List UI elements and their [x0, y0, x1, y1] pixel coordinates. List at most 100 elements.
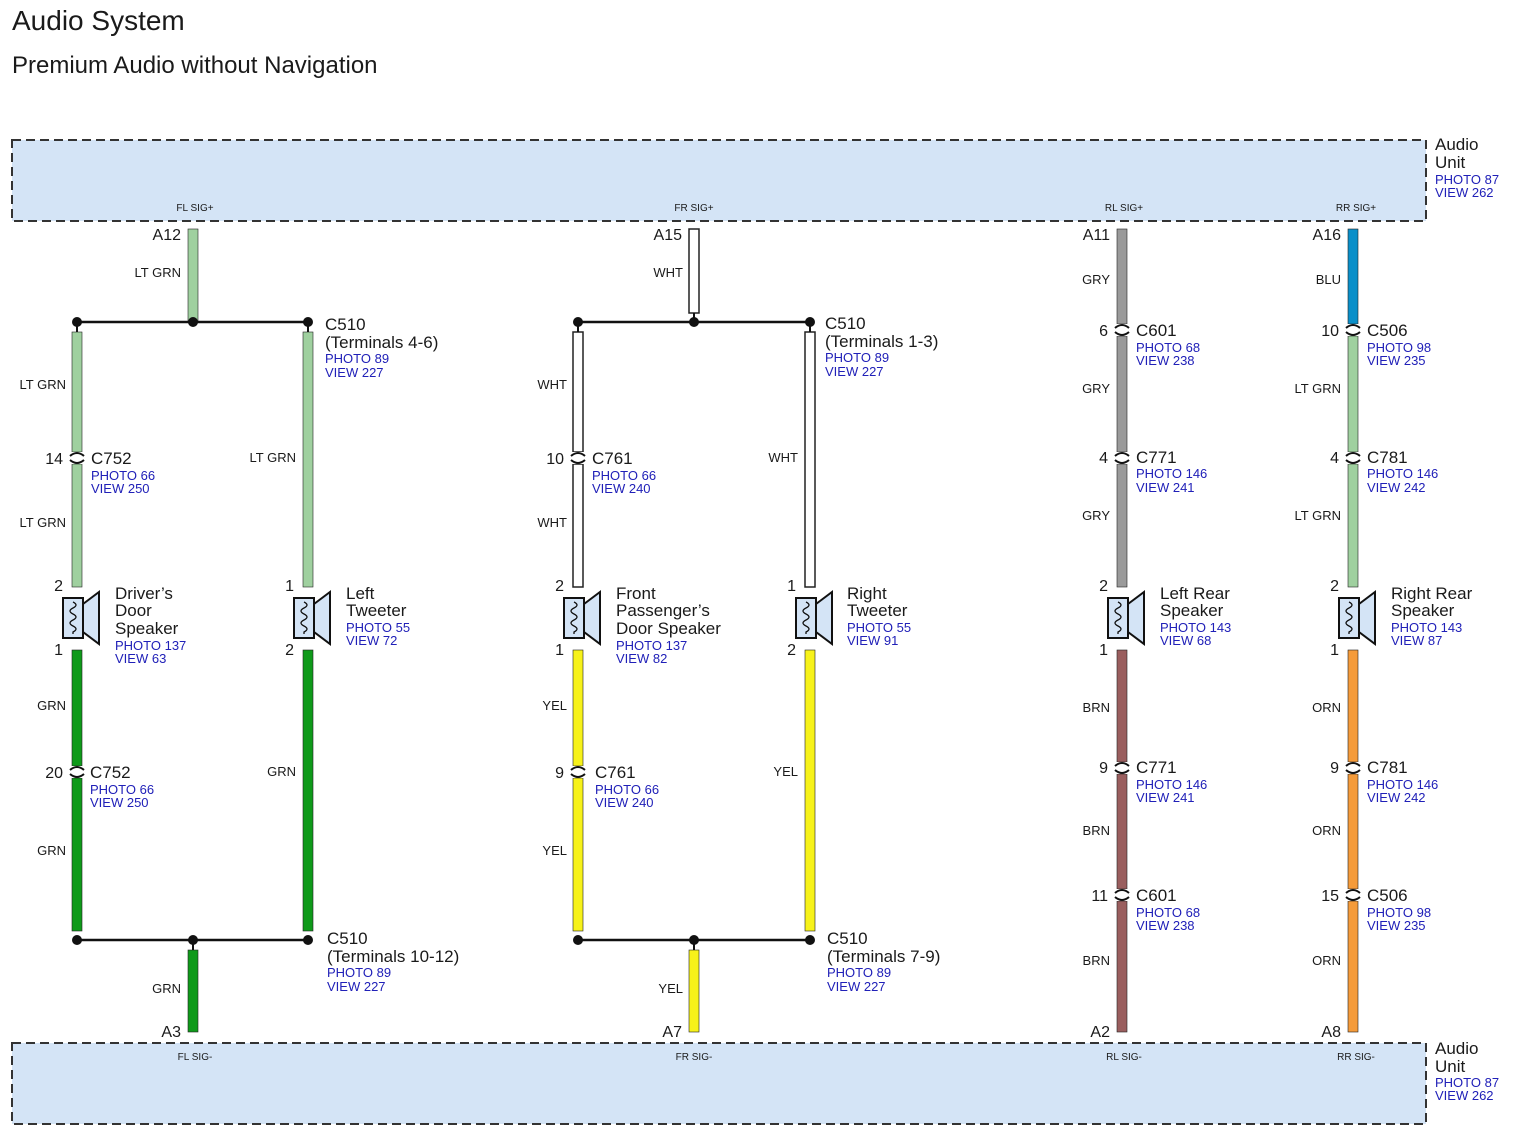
splice-dot — [188, 935, 198, 945]
left-tweeter-line-1: Left — [346, 584, 375, 603]
speaker-icon — [1107, 590, 1145, 646]
left-tweeter-line-2: Tweeter — [346, 601, 407, 620]
c506-a-pin: 10 — [1321, 323, 1339, 340]
c601-a-photo: PHOTO 68 — [1136, 340, 1200, 355]
c506-b-pin: 15 — [1321, 888, 1339, 905]
wire-rl-3 — [1116, 463, 1128, 588]
c510-d-terms: (Terminals 7-9) — [827, 947, 940, 966]
c506-b-view: VIEW 235 — [1367, 918, 1426, 933]
c771-b-view: VIEW 241 — [1136, 790, 1195, 805]
c510-d-photo: PHOTO 89 — [827, 965, 891, 980]
wire-label: LT GRN — [1295, 381, 1341, 396]
driver-speaker-line-1: Driver’s — [115, 584, 173, 603]
wire-rr-6 — [1347, 900, 1359, 1033]
left-tweeter-pin-top: 1 — [285, 578, 294, 595]
pin-label-rl-sig-minus: RL SIG- — [1106, 1052, 1142, 1063]
driver-speaker-line-2: Door — [115, 601, 152, 620]
pin-label-fl-sig-plus: FL SIG+ — [176, 203, 213, 214]
wire-label: WHT — [653, 265, 683, 280]
c752-a-pin: 14 — [45, 451, 63, 468]
pass-speaker-line-2: Passenger’s — [616, 601, 710, 620]
pin-a16: A16 — [1313, 227, 1342, 244]
wire-label: LT GRN — [20, 377, 66, 392]
right-rear-line-1: Right Rear — [1391, 584, 1473, 603]
pin-a15: A15 — [654, 227, 683, 244]
right-rear-photo: PHOTO 143 — [1391, 620, 1462, 635]
wire-fr-pass-4 — [572, 777, 584, 932]
c601-a-pin: 6 — [1099, 323, 1108, 340]
splice-dot — [72, 935, 82, 945]
wire-rr-5 — [1347, 773, 1359, 890]
pin-a12: A12 — [153, 227, 182, 244]
audio-unit-bottom-name-1: Audio — [1435, 1039, 1478, 1058]
pass-speaker-photo: PHOTO 137 — [616, 638, 687, 653]
right-tweeter-view: VIEW 91 — [847, 633, 898, 648]
left-rear-line-1: Left Rear — [1160, 584, 1230, 603]
unit-pin-numbers: A12 A15 A11 A16 A3 A7 A2 A8 — [153, 227, 1342, 1041]
wire-label: ORN — [1312, 700, 1341, 715]
c781-a-pin: 4 — [1330, 450, 1339, 467]
wire-label: GRY — [1082, 508, 1110, 523]
wire-rl-1 — [1116, 228, 1128, 325]
audio-unit-bottom: Audio Unit PHOTO 87 VIEW 262 FL SIG- FR … — [11, 1039, 1499, 1125]
c601-b-photo: PHOTO 68 — [1136, 905, 1200, 920]
wire-label: LT GRN — [250, 450, 296, 465]
diagram-title: Audio System — [12, 5, 185, 36]
right-tweeter-line-2: Tweeter — [847, 601, 908, 620]
right-rear-view: VIEW 87 — [1391, 633, 1442, 648]
driver-speaker-line-3: Speaker — [115, 619, 179, 638]
splice-dot — [303, 935, 313, 945]
wire-label: YEL — [542, 698, 567, 713]
speaker-icon — [795, 590, 833, 646]
c510-b-name: C510 — [825, 314, 866, 333]
c510-a-view: VIEW 227 — [325, 365, 384, 380]
inline-connector-symbol — [570, 452, 586, 464]
wire-label: GRN — [152, 981, 181, 996]
c761-b-photo: PHOTO 66 — [595, 782, 659, 797]
wire-rl-4 — [1116, 649, 1128, 763]
c510-c-name: C510 — [327, 929, 368, 948]
wire-label: GRN — [267, 764, 296, 779]
c752-a-photo: PHOTO 66 — [91, 468, 155, 483]
speaker-icon — [563, 590, 601, 646]
inline-connector-symbol — [1114, 762, 1130, 774]
pass-speaker-line-3: Door Speaker — [616, 619, 721, 638]
c601-b-view: VIEW 238 — [1136, 918, 1195, 933]
wire-label: ORN — [1312, 953, 1341, 968]
c771-b-photo: PHOTO 146 — [1136, 777, 1207, 792]
audio-unit-bottom-box — [11, 1042, 1427, 1125]
audio-unit-top-name-1: Audio — [1435, 135, 1478, 154]
wire-rl-6 — [1116, 900, 1128, 1033]
right-tweeter-pin-top: 1 — [787, 578, 796, 595]
c510-a-name: C510 — [325, 315, 366, 334]
wire-fl-driver-1 — [71, 331, 83, 453]
pin-label-fr-sig-minus: FR SIG- — [676, 1052, 713, 1063]
wire-label: WHT — [537, 515, 567, 530]
right-tweeter-line-1: Right — [847, 584, 887, 603]
c771-a-name: C771 — [1136, 448, 1177, 467]
c510-a-photo: PHOTO 89 — [325, 351, 389, 366]
left-rear-pin-bottom: 1 — [1099, 642, 1108, 659]
c781-b-pin: 9 — [1330, 760, 1339, 777]
inline-connector-symbol — [69, 766, 85, 778]
c601-a-name: C601 — [1136, 321, 1177, 340]
splice-dot — [689, 317, 699, 327]
c510-b-terms: (Terminals 1-3) — [825, 332, 938, 351]
wire-label: BRN — [1083, 823, 1110, 838]
c506-a-view: VIEW 235 — [1367, 353, 1426, 368]
pin-a7: A7 — [662, 1024, 682, 1041]
wire-label: YEL — [658, 981, 683, 996]
wire-fr-pass-3 — [572, 649, 584, 767]
pin-a11: A11 — [1083, 227, 1110, 244]
c771-a-view: VIEW 241 — [1136, 480, 1195, 495]
c761-b-pin: 9 — [555, 765, 564, 782]
c752-b-pin: 20 — [45, 765, 63, 782]
driver-speaker-pin-top: 2 — [54, 578, 63, 595]
c601-a-view: VIEW 238 — [1136, 353, 1195, 368]
wire-label: BRN — [1083, 953, 1110, 968]
wire-label: ORN — [1312, 823, 1341, 838]
audio-unit-top-box — [11, 139, 1427, 222]
right-tweeter-photo: PHOTO 55 — [847, 620, 911, 635]
c771-a-pin: 4 — [1099, 450, 1108, 467]
c506-b-photo: PHOTO 98 — [1367, 905, 1431, 920]
